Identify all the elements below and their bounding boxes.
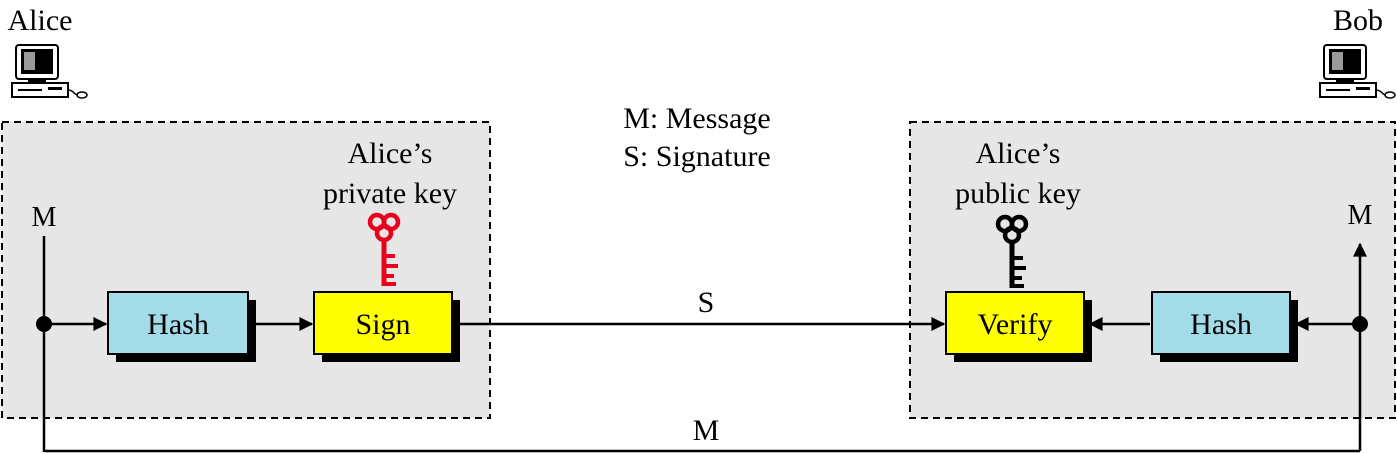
- sender-hash-box: Hash: [107, 291, 256, 362]
- receiver-hash-label: Hash: [1190, 308, 1252, 341]
- sender-computer-icon: [11, 44, 88, 99]
- legend-signature: S: Signature: [623, 140, 771, 173]
- receiver-panel: [909, 121, 1396, 419]
- verify-box: Verify: [945, 291, 1092, 362]
- sender-message-label: M: [32, 202, 57, 233]
- legend-message: M: Message: [623, 102, 770, 135]
- receiver-computer-icon: [1319, 44, 1396, 99]
- sign-label: Sign: [355, 308, 410, 341]
- private-key-label-line2: private key: [323, 177, 457, 210]
- verify-label: Verify: [978, 308, 1053, 341]
- receiver-message-label: M: [1348, 200, 1373, 231]
- receiver-name: Bob: [1333, 4, 1383, 37]
- receiver-hash-box: Hash: [1151, 291, 1298, 362]
- public-key-label-line1: Alice’s: [976, 137, 1061, 170]
- public-key-label-line2: public key: [955, 177, 1081, 210]
- sender-hash-label: Hash: [147, 308, 209, 341]
- private-key-label-line1: Alice’s: [348, 137, 433, 170]
- sender-panel: [1, 121, 491, 419]
- signature-channel-label: S: [698, 286, 715, 319]
- message-channel-label: M: [693, 414, 720, 447]
- sender-name: Alice: [8, 4, 73, 37]
- sign-box: Sign: [313, 291, 460, 362]
